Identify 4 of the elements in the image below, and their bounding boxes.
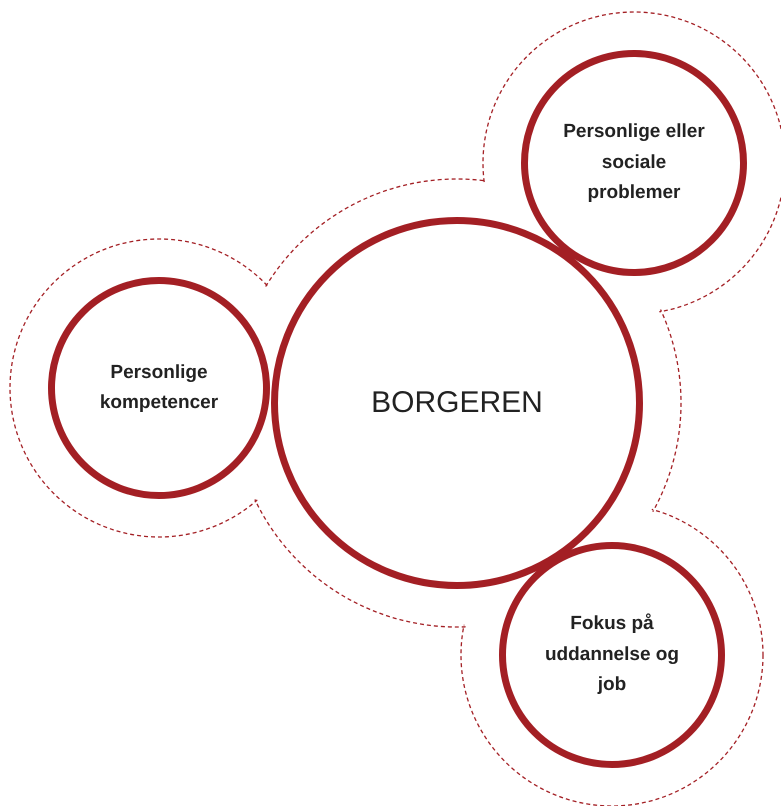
node-label: Personlige kompetencer (98, 360, 220, 415)
node-label: Personlige eller sociale problemer (562, 120, 706, 206)
node-label: BORGEREN (370, 385, 544, 421)
node-label: Fokus på uddannelse og job (544, 612, 680, 698)
